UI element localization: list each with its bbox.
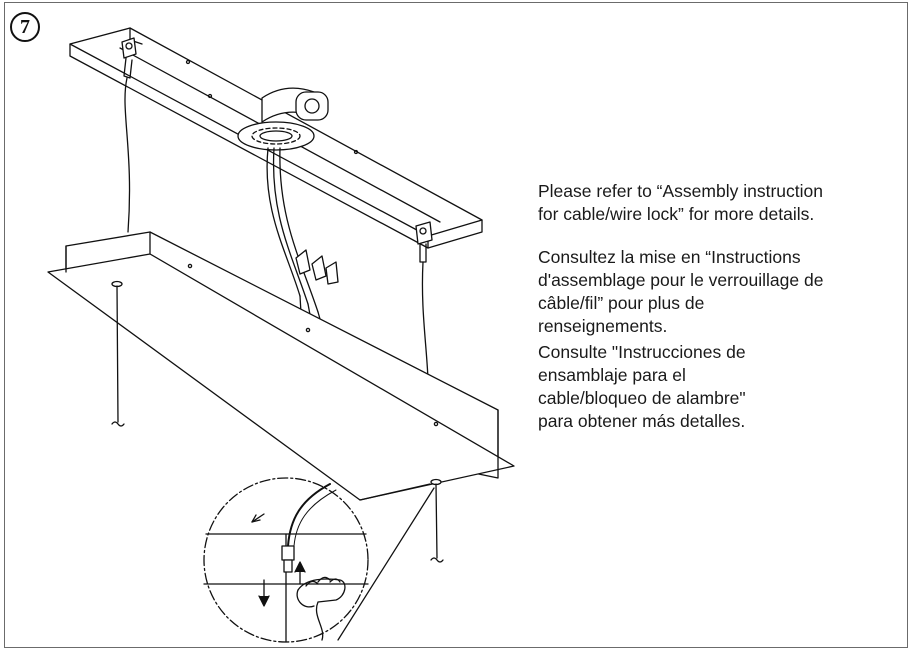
instruction-note-english: Please refer to “Assembly instruction fo… [538, 181, 823, 224]
instruction-note-french: Consultez la mise en “Instructions d'ass… [538, 247, 824, 336]
drop-rod-left [111, 280, 125, 427]
bracket-lug-left [121, 37, 137, 79]
step-number-badge: 7 [10, 12, 40, 42]
bracket-lug-right [415, 221, 433, 263]
junction-box [237, 87, 329, 151]
drop-rod-right [430, 478, 444, 563]
figure-frame [4, 2, 908, 648]
instruction-note-spanish: Consulte "Instrucciones de ensamblaje pa… [538, 342, 746, 431]
fixture-housing [47, 231, 515, 501]
detail-callout [203, 477, 435, 643]
